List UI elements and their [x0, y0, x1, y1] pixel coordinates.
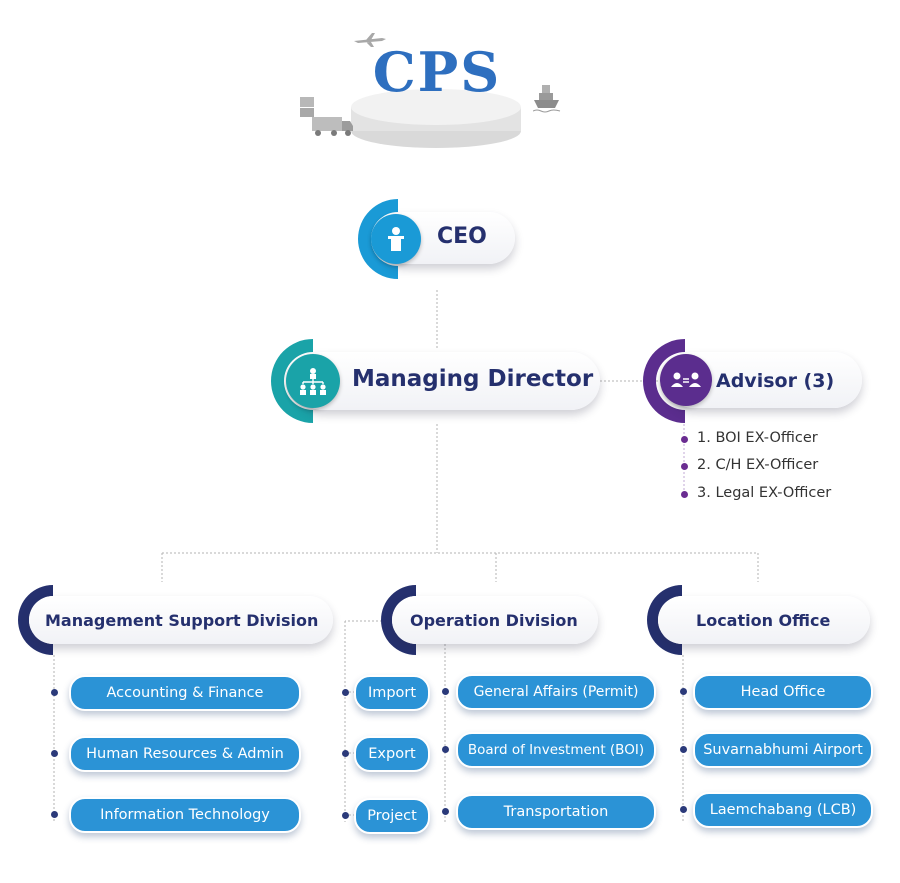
unit-export[interactable]: Export — [354, 736, 430, 772]
advisor-ring — [643, 339, 685, 423]
location-office-division: Location Office — [646, 584, 874, 656]
division-pill: Management Support Division — [29, 596, 333, 644]
unit-bullet — [342, 750, 349, 757]
advisor-icon-circle — [660, 354, 712, 406]
division-label: Location Office — [696, 610, 831, 630]
unit-board-of-investment[interactable]: Board of Investment (BOI) — [456, 732, 656, 768]
org-chart-icon — [300, 368, 326, 395]
unit-head-office[interactable]: Head Office — [693, 674, 873, 710]
logo-platform — [351, 89, 521, 148]
advisor-item: 3. Legal EX-Officer — [697, 485, 832, 501]
unit-information-technology[interactable]: Information Technology — [69, 797, 301, 833]
division-ring — [647, 585, 682, 655]
unit-bullet — [342, 689, 349, 696]
unit-laemchabang[interactable]: Laemchabang (LCB) — [693, 792, 873, 828]
md-icon-circle — [286, 354, 340, 408]
unit-accounting-finance[interactable]: Accounting & Finance — [69, 675, 301, 711]
management-support-division: Management Support Division — [17, 584, 335, 656]
md-pill — [294, 352, 600, 410]
unit-bullet — [442, 688, 449, 695]
operation-division: Operation Division — [380, 584, 602, 656]
division-label: Management Support Division — [45, 610, 319, 630]
company-logo — [290, 25, 590, 155]
unit-bullet — [51, 689, 58, 696]
unit-bullet — [680, 746, 687, 753]
advisor-bullet — [681, 491, 688, 498]
unit-suvarnabhumi-airport[interactable]: Suvarnabhumi Airport — [693, 732, 873, 768]
unit-import[interactable]: Import — [354, 675, 430, 711]
division-ring — [381, 585, 416, 655]
advisor-node: Advisor (3) — [642, 338, 867, 424]
unit-general-affairs[interactable]: General Affairs (Permit) — [456, 674, 656, 710]
unit-project[interactable]: Project — [354, 798, 430, 834]
podium-icon — [388, 227, 404, 251]
managing-director-node: Managing Director — [270, 338, 605, 424]
logo-text: CPS — [372, 40, 502, 104]
unit-bullet — [442, 808, 449, 815]
airplane-icon — [354, 33, 386, 47]
unit-bullet — [342, 812, 349, 819]
advisor-item: 2. C/H EX-Officer — [697, 457, 819, 473]
unit-bullet — [442, 746, 449, 753]
md-label: Managing Director — [352, 366, 594, 392]
ceo-node: CEO — [357, 198, 517, 280]
division-ring — [18, 585, 53, 655]
unit-bullet — [680, 806, 687, 813]
advisor-bullet — [681, 463, 688, 470]
advisor-item: 1. BOI EX-Officer — [697, 430, 818, 446]
unit-bullet — [51, 811, 58, 818]
ceo-label: CEO — [437, 224, 487, 249]
division-pill: Operation Division — [392, 596, 598, 644]
unit-bullet — [51, 750, 58, 757]
ceo-icon-circle — [371, 214, 421, 264]
division-pill: Location Office — [658, 596, 870, 644]
unit-bullet — [680, 688, 687, 695]
ceo-ring — [358, 199, 398, 279]
unit-transportation[interactable]: Transportation — [456, 794, 656, 830]
advisors-icon — [671, 372, 701, 387]
truck-icon — [300, 97, 353, 136]
division-label: Operation Division — [410, 610, 578, 630]
advisor-bullet — [681, 436, 688, 443]
md-ring — [271, 339, 313, 423]
ship-icon — [533, 85, 561, 113]
advisor-label: Advisor (3) — [716, 370, 835, 392]
unit-human-resources-admin[interactable]: Human Resources & Admin — [69, 736, 301, 772]
